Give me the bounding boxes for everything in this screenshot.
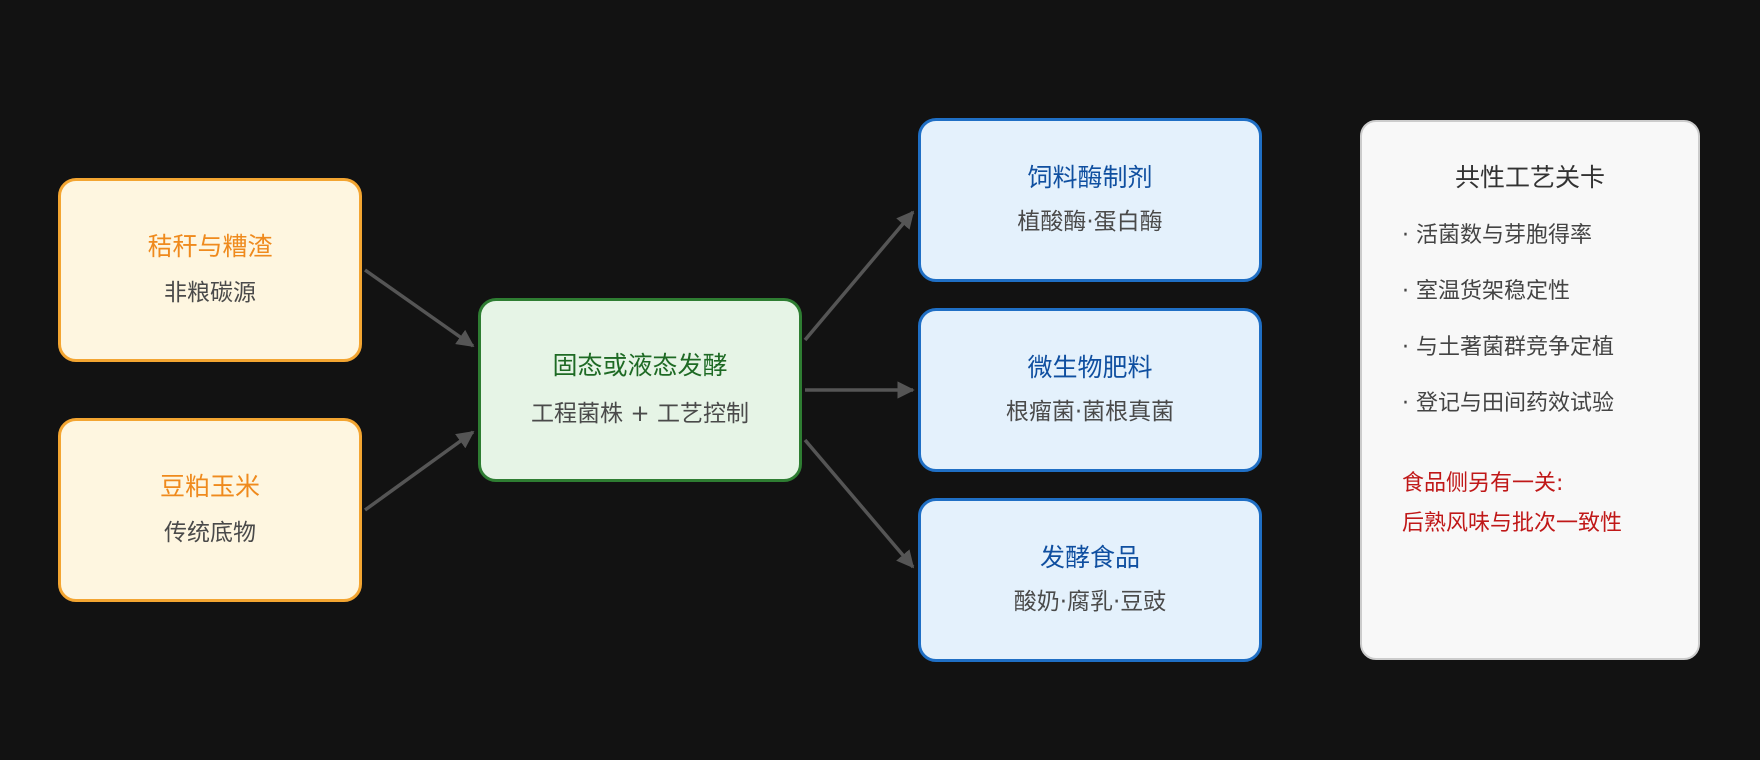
process-box-fermentation: 固态或液态发酵 工程菌株 + 工艺控制 bbox=[478, 298, 802, 482]
product-title: 微生物肥料 bbox=[1027, 353, 1153, 383]
panel-note-line: 食品侧另有一关: bbox=[1402, 471, 1564, 496]
source-box-straw: 秸秆与糟渣 非粮碳源 bbox=[58, 178, 362, 362]
product-box-fermented-food: 发酵食品 酸奶·腐乳·豆豉 bbox=[918, 498, 1262, 662]
product-box-microbial-fertilizer: 微生物肥料 根瘤菌·菌根真菌 bbox=[918, 308, 1262, 472]
source-box-soymeal: 豆粕玉米 传统底物 bbox=[58, 418, 362, 602]
process-title: 固态或液态发酵 bbox=[552, 351, 728, 381]
panel-item: · 室温货架稳定性 bbox=[1402, 279, 1570, 304]
arrow-source-2-to-process bbox=[363, 430, 475, 512]
panel-item: · 登记与田间药效试验 bbox=[1402, 391, 1614, 416]
product-subtitle: 根瘤菌·菌根真菌 bbox=[1005, 399, 1175, 426]
source-title: 秸秆与糟渣 bbox=[147, 232, 273, 262]
panel-item: · 活菌数与芽胞得率 bbox=[1402, 223, 1592, 248]
product-title: 饲料酶制剂 bbox=[1027, 163, 1153, 193]
arrow-process-to-product-1 bbox=[803, 210, 915, 342]
panel-note-line: 后熟风味与批次一致性 bbox=[1402, 511, 1623, 536]
product-subtitle: 植酸酶·蛋白酶 bbox=[1017, 209, 1163, 236]
product-box-feed-enzyme: 饲料酶制剂 植酸酶·蛋白酶 bbox=[918, 118, 1262, 282]
panel-item: · 与土著菌群竞争定植 bbox=[1402, 335, 1614, 360]
source-subtitle: 传统底物 bbox=[164, 520, 256, 547]
panel-title: 共性工艺关卡 bbox=[1454, 163, 1605, 192]
process-checkpoints-panel: 共性工艺关卡 · 活菌数与芽胞得率 · 室温货架稳定性 · 与土著菌群竞争定植 … bbox=[1360, 120, 1700, 660]
source-subtitle: 非粮碳源 bbox=[164, 280, 256, 307]
arrow-source-1-to-process bbox=[363, 268, 475, 348]
product-title: 发酵食品 bbox=[1039, 543, 1140, 573]
process-subtitle: 工程菌株 + 工艺控制 bbox=[531, 401, 749, 428]
arrow-process-to-product-3 bbox=[803, 438, 915, 569]
source-title: 豆粕玉米 bbox=[159, 472, 260, 502]
product-subtitle: 酸奶·腐乳·豆豉 bbox=[1013, 589, 1167, 616]
panel-note: 食品侧另有一关: 后熟风味与批次一致性 bbox=[1402, 464, 1698, 544]
